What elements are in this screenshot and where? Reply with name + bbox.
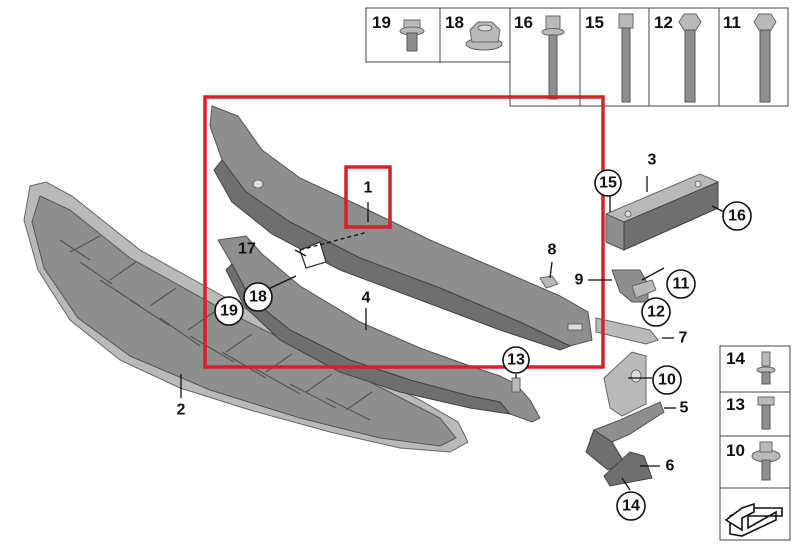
callout-14-circle — [616, 491, 646, 521]
fastener-cell-15 — [579, 7, 650, 107]
callout-6: 6 — [666, 458, 675, 475]
fastener-bolt-icon — [757, 396, 775, 430]
fastener-label-15: 15 — [585, 13, 604, 32]
fastener-cell-14 — [719, 345, 791, 393]
callout-15-circle — [594, 169, 622, 197]
callout-12: 12 — [647, 304, 665, 321]
fastener-bolt-icon — [399, 19, 425, 52]
callout-8: 8 — [548, 242, 557, 259]
corner-arrow-icon — [724, 502, 783, 537]
fastener-cell-10 — [719, 435, 791, 489]
fastener-label-18: 18 — [445, 13, 464, 32]
fastener-cell-13 — [719, 391, 791, 437]
carrier-part-4 — [217, 235, 541, 423]
fastener-bolt-icon — [541, 15, 565, 100]
callout-4: 4 — [362, 290, 371, 307]
fastener-bolt-icon — [753, 13, 777, 103]
pad-part-6 — [603, 451, 653, 487]
fastener-label-16: 16 — [514, 13, 533, 32]
fastener-cell-19 — [365, 7, 441, 63]
callout-13: 13 — [507, 352, 525, 369]
callout-2: 2 — [177, 402, 186, 419]
highlight-frame-group — [203, 95, 605, 369]
bolt-part-13 — [511, 377, 521, 393]
callout-13-circle — [502, 346, 530, 374]
callout-18-circle — [243, 282, 273, 312]
strip-part-7 — [595, 317, 659, 345]
callout-17: 17 — [238, 241, 256, 258]
callout-18: 18 — [249, 289, 267, 306]
callout-5: 5 — [680, 400, 689, 417]
callout-15: 15 — [599, 175, 617, 192]
callout-10-circle — [652, 365, 682, 395]
fastener-label-14: 14 — [726, 349, 745, 368]
bumper-absorber-part-2 — [23, 181, 469, 453]
fastener-bolt-icon — [678, 13, 702, 103]
fastener-label-10: 10 — [726, 441, 745, 460]
plate-part-17 — [299, 241, 327, 269]
callout-3: 3 — [648, 152, 657, 169]
callout-16: 16 — [728, 208, 746, 225]
bracket-part-9 — [611, 269, 657, 303]
callout-1: 1 — [364, 180, 373, 197]
flange-nut-icon — [465, 21, 503, 51]
fastener-label-12: 12 — [654, 13, 673, 32]
fastener-bolt-icon — [756, 351, 776, 385]
callouts: 1 2 3 4 5 6 7 8 9 17 10 11 12 13 14 15 1… — [177, 152, 752, 521]
callout-11-circle — [666, 269, 696, 299]
fastener-panel-top: 19 18 16 15 12 11 — [365, 7, 789, 107]
callout-7: 7 — [679, 330, 688, 347]
fastener-cell-11 — [718, 7, 789, 107]
highlight-frame-part-1 — [344, 165, 392, 229]
callout-12-circle — [641, 297, 671, 327]
callout-11: 11 — [673, 276, 690, 293]
callout-19-circle — [214, 296, 244, 326]
callout-9: 9 — [575, 272, 584, 289]
fastener-bolt-icon — [618, 13, 634, 103]
callout-19: 19 — [220, 303, 238, 320]
clip-part-8 — [539, 275, 559, 289]
bumper-carrier-part-1 — [209, 105, 593, 351]
callout-14: 14 — [622, 498, 640, 515]
fastener-panel-right: 14 13 10 — [719, 345, 791, 541]
callout-10: 10 — [658, 372, 676, 389]
holder-part-5 — [585, 351, 665, 471]
callout-16-circle — [722, 201, 752, 231]
bracket-part-3 — [605, 173, 719, 251]
fastener-bolt-icon — [751, 441, 781, 481]
fastener-label-13: 13 — [726, 395, 745, 414]
fastener-label-19: 19 — [372, 13, 391, 32]
leader-lines — [180, 176, 725, 491]
fastener-cell-16 — [509, 7, 581, 107]
fastener-label-11: 11 — [723, 13, 741, 32]
